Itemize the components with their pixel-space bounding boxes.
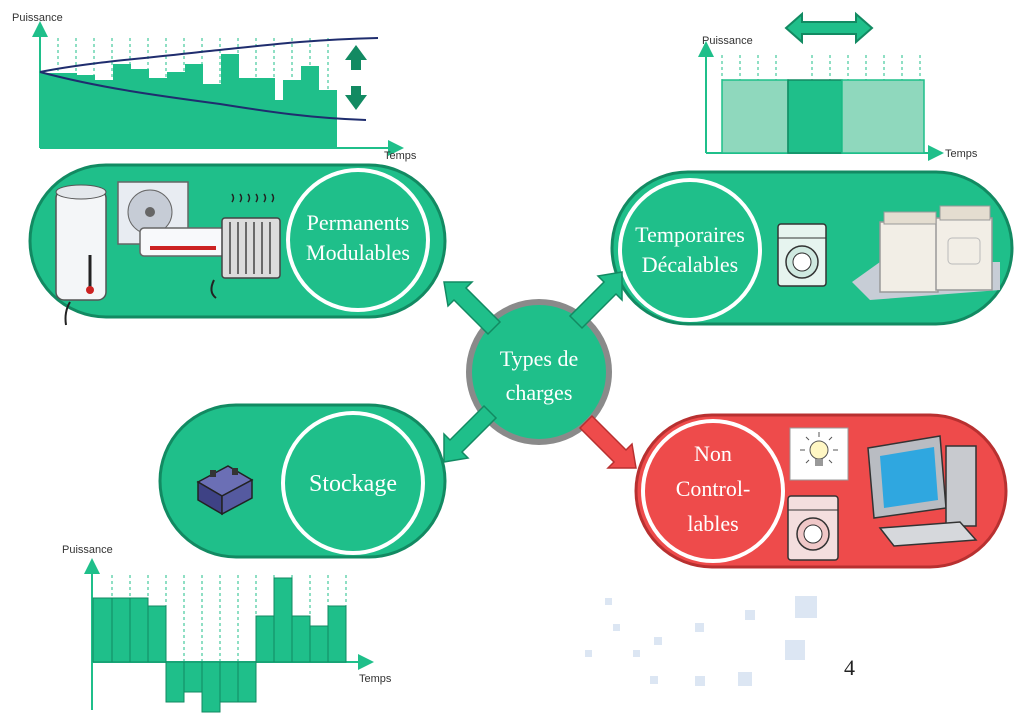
category-label-line2: Décalables (642, 252, 739, 277)
category-circle (281, 411, 425, 555)
center-node: Types de charges (466, 299, 612, 445)
light-bulb-icon (789, 427, 849, 481)
category-label-line2: Modulables (306, 240, 410, 265)
load-block (787, 79, 843, 154)
permanents-category: Permanents Modulables (28, 163, 447, 326)
water-heater-icon (55, 184, 107, 326)
category-label-line1: Stockage (309, 471, 397, 497)
y-axis-label: Puissance (702, 35, 753, 47)
stockage-category: Stockage (158, 403, 447, 559)
air-conditioner-icon (117, 181, 226, 257)
radiator-icon (210, 193, 281, 299)
lower-limit-line (39, 71, 367, 121)
center-label-line1: Types de (500, 346, 579, 371)
x-axis-label: Temps (945, 148, 978, 160)
storage-bars (92, 577, 347, 713)
permanents-chart: Puissance Temps (12, 12, 417, 162)
non-controlables-category: Non Control- lables (634, 413, 1008, 569)
shift-arrow-icon (784, 11, 874, 45)
arrow-to-temporaires (568, 271, 623, 330)
battery-icon (196, 465, 254, 516)
x-axis-label: Temps (384, 150, 417, 162)
temporaires-chart: Puissance Temps (698, 11, 978, 161)
y-axis-label: Puissance (62, 544, 113, 556)
power-bars (41, 54, 337, 148)
arrow-down-icon (345, 86, 367, 110)
category-label-line1: Non (694, 441, 732, 466)
computer-icon (867, 435, 978, 547)
category-label-line2: Control- (676, 476, 751, 501)
washing-machine-icon (777, 223, 827, 287)
shiftable-window-left (721, 79, 789, 154)
category-label-line1: Temporaires (635, 222, 745, 247)
washer-dryer-icon (852, 205, 1000, 300)
upper-limit-line (39, 37, 379, 73)
shiftable-window-right (841, 79, 925, 154)
arrow-to-stockage (443, 404, 498, 463)
category-label-line1: Permanents (307, 210, 410, 235)
arrow-up-icon (345, 45, 367, 70)
page-number: 4 (844, 655, 855, 680)
arrow-to-permanents (443, 281, 502, 336)
arrow-to-non-controlables (578, 414, 637, 469)
category-label-line3: lables (687, 511, 738, 536)
category-circle (618, 178, 762, 322)
temporaires-category: Temporaires Décalables (610, 170, 1014, 326)
category-circle (286, 168, 430, 312)
center-label-line2: charges (506, 380, 573, 405)
washing-machine-icon (787, 495, 839, 561)
x-axis-label: Temps (359, 673, 392, 685)
center-circle (466, 299, 612, 445)
stockage-chart: Puissance Temps (62, 544, 392, 713)
category-circle (641, 419, 785, 563)
decorative-squares (585, 596, 817, 686)
y-axis-label: Puissance (12, 12, 63, 24)
